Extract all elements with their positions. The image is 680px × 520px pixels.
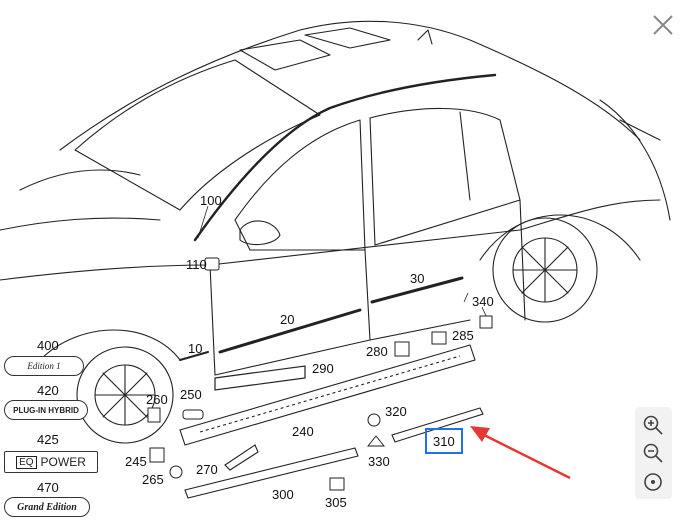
part-label-470: 470 (37, 480, 59, 495)
trim-20 (218, 308, 362, 354)
sunroof (239, 39, 331, 71)
trim-10 (179, 351, 209, 361)
highlight-box-310 (425, 428, 463, 454)
part-label-320: 320 (385, 404, 407, 419)
reset-zoom-icon[interactable] (641, 470, 665, 494)
windshield (74, 59, 321, 211)
part-label-100: 100 (200, 193, 222, 208)
clip-285 (431, 331, 447, 345)
clip-250 (182, 409, 204, 420)
side-mirror (239, 220, 281, 246)
rear-window (369, 107, 521, 246)
part-label-425: 425 (37, 432, 59, 447)
clip-305 (329, 477, 345, 491)
part-label-10: 10 (188, 341, 203, 356)
front-wheel-arch (39, 329, 181, 361)
part-label-290: 290 (312, 361, 334, 376)
part-label-330: 330 (368, 454, 390, 469)
part-label-245: 245 (125, 454, 147, 469)
zoom-out-icon[interactable] (641, 441, 665, 465)
clip-340 (479, 315, 493, 329)
trim-290 (214, 365, 306, 391)
front-wheel (76, 346, 174, 444)
clip-245 (149, 447, 165, 463)
close-icon (653, 15, 673, 35)
part-label-310: 310 (433, 434, 455, 449)
part-label-260: 260 (146, 392, 168, 407)
clip-110 (204, 257, 220, 271)
badge-edition1: Edition 1 (4, 356, 84, 376)
roof-outline (59, 20, 641, 151)
roof-rail (193, 73, 497, 242)
part-label-110: 110 (186, 257, 207, 272)
clip-320 (367, 413, 381, 427)
part-label-400: 400 (37, 338, 59, 353)
part-label-20: 20 (280, 312, 295, 327)
part-label-300: 300 (272, 487, 294, 502)
badge-eq-power: EQ POWER (4, 451, 98, 473)
trim-30 (370, 276, 464, 304)
clip-330 (366, 435, 386, 447)
part-label-280: 280 (366, 344, 388, 359)
eq-power-text: POWER (40, 455, 86, 469)
strip-300 (184, 447, 359, 499)
part-label-250: 250 (180, 387, 202, 402)
rear-wheel (492, 217, 598, 323)
clip-280 (394, 341, 410, 357)
body-side (0, 199, 661, 281)
part-label-305: 305 (325, 495, 347, 510)
part-label-340: 340 (472, 294, 494, 309)
clip-260 (147, 407, 161, 423)
part-label-240: 240 (292, 424, 314, 439)
front-window (234, 119, 366, 251)
badge-plugin-hybrid: PLUG-IN HYBRID (4, 400, 88, 420)
part-label-30: 30 (410, 271, 425, 286)
part-label-420: 420 (37, 383, 59, 398)
zoom-controls (635, 407, 672, 499)
eq-mark: EQ (16, 455, 37, 469)
clip-265 (169, 465, 183, 479)
zoom-in-icon[interactable] (641, 413, 665, 437)
side-skirt (179, 344, 476, 446)
part-label-270: 270 (196, 462, 218, 477)
pointer-arrow (470, 426, 571, 480)
rear-wheel-arch (479, 214, 641, 261)
part-label-285: 285 (452, 328, 474, 343)
part-label-265: 265 (142, 472, 164, 487)
strip-310 (391, 407, 484, 443)
badge-grand-edition: Grand Edition (4, 497, 90, 517)
close-button[interactable] (650, 12, 676, 38)
